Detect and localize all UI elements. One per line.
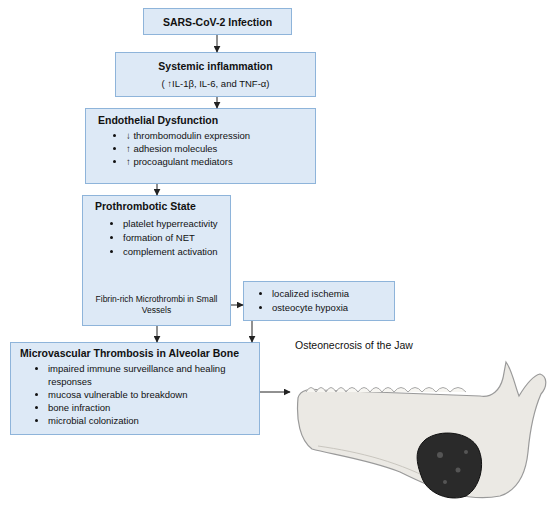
flow-arrow [217, 97, 218, 108]
bullet-item: microbial colonization [48, 414, 251, 427]
box-heading: Prothrombotic State [95, 199, 226, 213]
mandible-illustration [298, 362, 546, 498]
bullet-item: ↓ thrombomodulin expression [126, 129, 307, 142]
box-title: SARS-CoV-2 Infection [148, 15, 287, 29]
bullet-item: complement activation [123, 245, 222, 259]
necrotic-lesion [417, 433, 481, 498]
bullet-list: ↓ thrombomodulin expression↑ adhesion mo… [98, 129, 311, 168]
effect-box: localized ischemiaosteocyte hypoxia [243, 281, 395, 321]
box-title: Systemic inflammation [120, 59, 311, 73]
bullet-item: localized ischemia [272, 287, 386, 301]
box-heading: Microvascular Thrombosis in Alveolar Bon… [20, 346, 255, 360]
bullet-item: impaired immune surveillance and healing… [48, 362, 251, 388]
box-subtitle: ( ↑IL-1β, IL-6, and TNF-α) [120, 77, 311, 91]
flow-arrow [157, 184, 158, 195]
lesion-speck [443, 480, 447, 484]
flow-arrow [217, 35, 218, 52]
flow-arrow [231, 305, 243, 306]
bullet-item: platelet hyperreactivity [123, 217, 222, 231]
lesion-speck [437, 452, 443, 458]
lesion-speck [456, 468, 461, 473]
bullet-item: ↑ procoagulant mediators [126, 155, 307, 168]
illustration-node: Osteonecrosis of the Jaw [290, 336, 548, 508]
box-heading: Endothelial Dysfunction [98, 113, 311, 127]
bullet-item: mucosa vulnerable to breakdown [48, 388, 251, 401]
jaw-bone [298, 362, 546, 498]
process-box: SARS-CoV-2 Infection [143, 8, 292, 35]
bullet-item: osteocyte hypoxia [272, 301, 386, 315]
process-box: Prothrombotic State platelet hyperreactiv… [82, 195, 231, 326]
flow-arrow [260, 392, 290, 393]
lesion-speck [464, 450, 468, 454]
process-box: Systemic inflammation ( ↑IL-1β, IL-6, and… [115, 52, 316, 97]
bullet-list: localized ischemiaosteocyte hypoxia [244, 287, 390, 315]
flow-arrow [252, 321, 253, 342]
bullet-list: platelet hyperreactivityformation of NET… [95, 217, 226, 259]
bullet-item: formation of NET [123, 231, 222, 245]
process-box: Endothelial Dysfunction ↓ thrombomodulin … [85, 108, 316, 184]
teeth-row [306, 388, 466, 393]
outcome-text: Fibrin-rich Microthrombi in Small Vessel… [86, 294, 227, 316]
process-box: Microvascular Thrombosis in Alveolar Bon… [10, 342, 260, 435]
bullet-list: impaired immune surveillance and healing… [20, 362, 255, 427]
illustration-label: Osteonecrosis of the Jaw [295, 338, 548, 352]
bullet-item: ↑ adhesion molecules [126, 142, 307, 155]
flow-arrow [157, 326, 158, 342]
bullet-item: bone infraction [48, 401, 251, 414]
